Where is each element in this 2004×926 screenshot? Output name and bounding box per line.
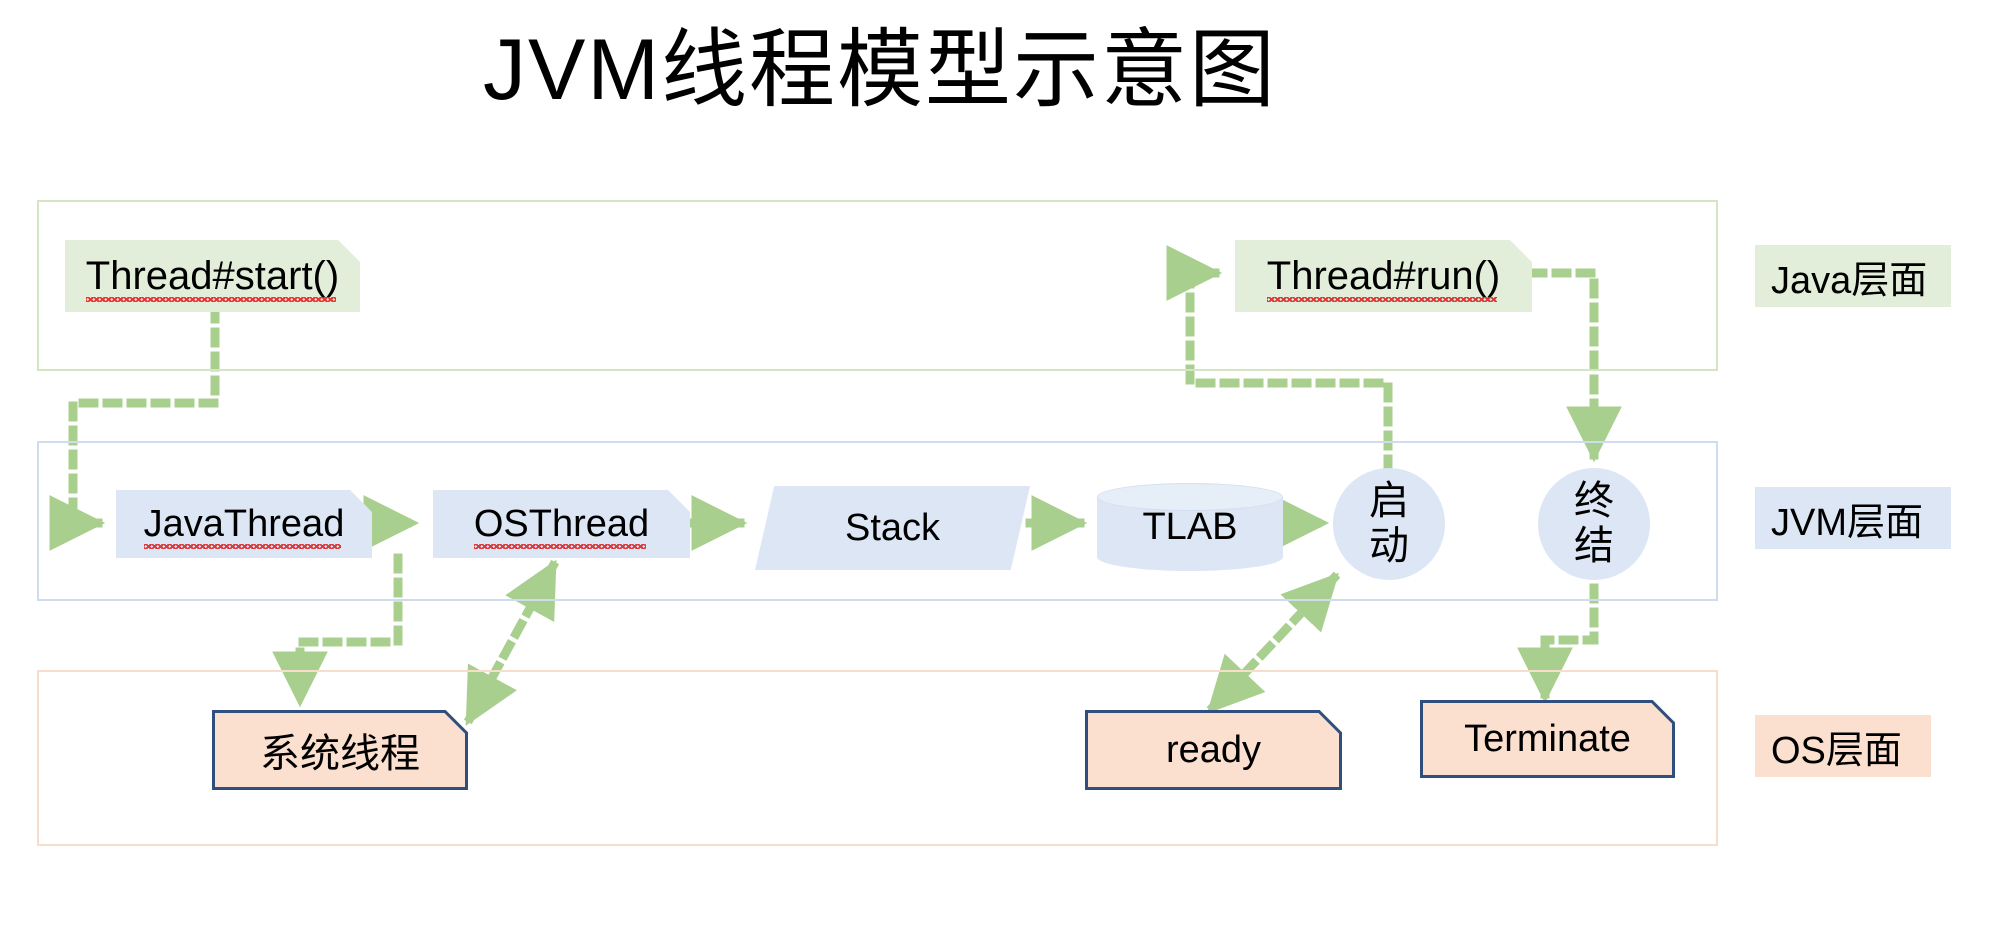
- node-tlab[interactable]: TLAB: [1097, 483, 1283, 571]
- node-terminate-label: Terminate: [1464, 717, 1631, 760]
- layer-band-os: [37, 670, 1718, 846]
- node-terminate-outline: [1420, 700, 1675, 778]
- layer-band-java: [37, 200, 1718, 371]
- node-tlab-label: TLAB: [1142, 505, 1238, 548]
- node-thread-run-label: Thread#run(): [1266, 253, 1501, 298]
- node-thread-start-label: Thread#start(): [85, 253, 340, 298]
- node-osthread-label: OSThread: [473, 502, 650, 545]
- node-stack-label: Stack: [844, 506, 941, 549]
- node-terminate[interactable]: Terminate: [1420, 700, 1675, 778]
- legend-os-layer-label: OS层面: [1771, 729, 1902, 772]
- node-sys-thread-label: 系统线程: [260, 732, 420, 776]
- node-zhongjie-label: 终结: [1574, 479, 1614, 568]
- node-ready-label: ready: [1165, 728, 1262, 771]
- legend-java-layer-label: Java层面: [1771, 259, 1928, 302]
- node-javathread[interactable]: JavaThread: [116, 490, 372, 558]
- node-osthread[interactable]: OSThread: [433, 490, 690, 558]
- node-thread-run[interactable]: Thread#run(): [1235, 240, 1532, 312]
- legend-jvm-layer: JVM层面: [1755, 487, 1951, 549]
- layer-band-jvm: [37, 441, 1718, 601]
- node-ready-fill: [1085, 710, 1342, 790]
- node-stack[interactable]: Stack: [755, 486, 1030, 570]
- legend-jvm-layer-label: JVM层面: [1771, 501, 1924, 544]
- node-terminate-fill: [1420, 700, 1675, 778]
- node-sys-thread-fill: [212, 710, 468, 790]
- node-sys-thread-outline: [212, 710, 468, 790]
- node-qidong[interactable]: 启动: [1333, 468, 1445, 580]
- page-title: JVM线程模型示意图: [483, 22, 1277, 118]
- node-thread-start[interactable]: Thread#start(): [65, 240, 360, 312]
- node-zhongjie[interactable]: 终结: [1538, 468, 1650, 580]
- node-qidong-label: 启动: [1369, 479, 1409, 568]
- node-javathread-label: JavaThread: [143, 502, 345, 545]
- node-ready[interactable]: ready: [1085, 710, 1342, 790]
- legend-os-layer: OS层面: [1755, 715, 1931, 777]
- legend-java-layer: Java层面: [1755, 245, 1951, 307]
- node-sys-thread[interactable]: 系统线程: [212, 710, 468, 790]
